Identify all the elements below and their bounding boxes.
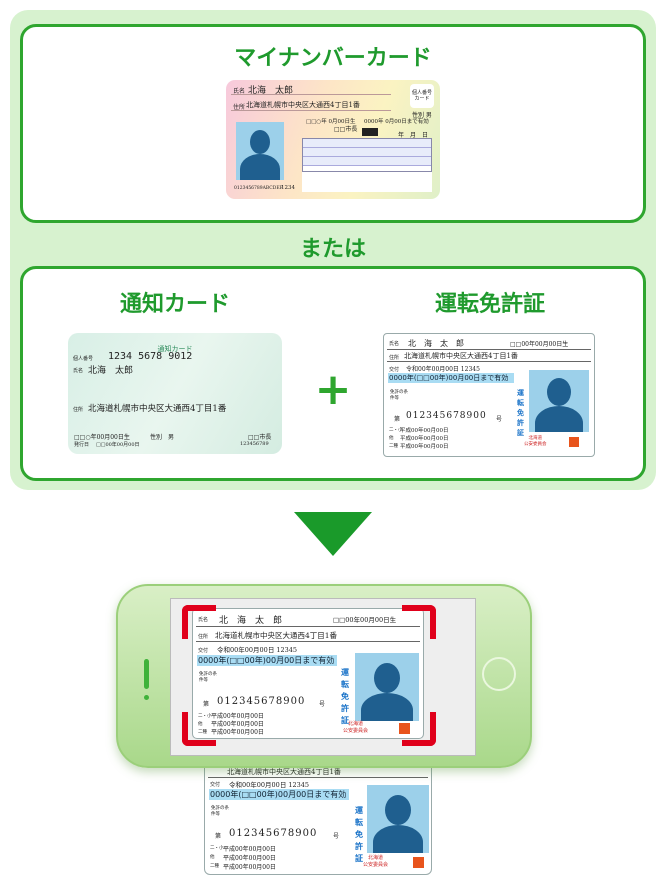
license-card-on-screen: 氏名 北 海 太 郎 □□00年00月00日生 住所 北海道札幌市中央区大通西4… <box>192 608 424 739</box>
license-card-image: 氏名 北 海 太 郎 □□00年00月00日生 住所 北海道札幌市中央区大通西4… <box>383 333 595 457</box>
arrow-down-icon <box>294 512 372 556</box>
plus-icon: + <box>314 364 352 415</box>
scan-corner-top-right <box>402 605 436 639</box>
scan-corner-top-left <box>182 605 216 639</box>
mynumber-heading: マイナンバーカード <box>234 46 432 71</box>
portrait-photo-icon <box>529 370 589 432</box>
scan-corner-bottom-left <box>182 712 216 746</box>
mynumber-card-image: 氏名 北海 太郎 住所 北海道札幌市中央区大通西4丁目1番 個人番号 カード □… <box>226 80 440 199</box>
portrait-photo-icon <box>367 785 429 853</box>
or-label: または <box>299 237 366 262</box>
scan-corner-bottom-right <box>402 712 436 746</box>
license-heading: 運転免許証 <box>434 292 545 317</box>
portrait-photo-icon <box>236 122 284 180</box>
notify-heading: 通知カード <box>119 292 230 317</box>
portrait-photo-icon <box>355 653 419 721</box>
phone-camera <box>144 695 149 700</box>
notify-card-image: 通知カード 個人番号 1234 5678 9012 氏名 北海 太郎 住所 北海… <box>68 333 282 454</box>
home-button[interactable] <box>482 657 516 691</box>
phone-speaker <box>144 659 149 689</box>
